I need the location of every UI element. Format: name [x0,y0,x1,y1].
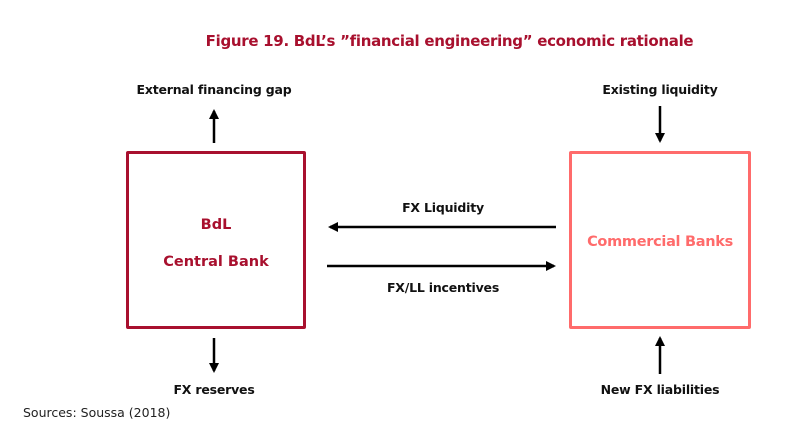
central-bank-node: BdL Central Bank [126,151,306,329]
central-bank-name: BdL [200,217,232,233]
commercial-banks-node: Commercial Banks [569,151,751,329]
label-existing-liquidity: Existing liquidity [602,82,718,97]
source-note: Sources: Soussa (2018) [23,405,171,420]
label-fx-liquidity: FX Liquidity [402,200,484,215]
label-fx-reserves: FX reserves [173,382,255,397]
label-external-financing-gap: External financing gap [136,82,292,97]
label-fx-ll-incentives: FX/LL incentives [386,280,500,295]
central-bank-subtitle: Central Bank [163,254,269,270]
figure-title: Figure 19. BdL’s ”financial engineering”… [205,32,694,50]
label-new-fx-liabilities: New FX liabilities [600,382,720,397]
commercial-banks-label: Commercial Banks [587,234,733,250]
